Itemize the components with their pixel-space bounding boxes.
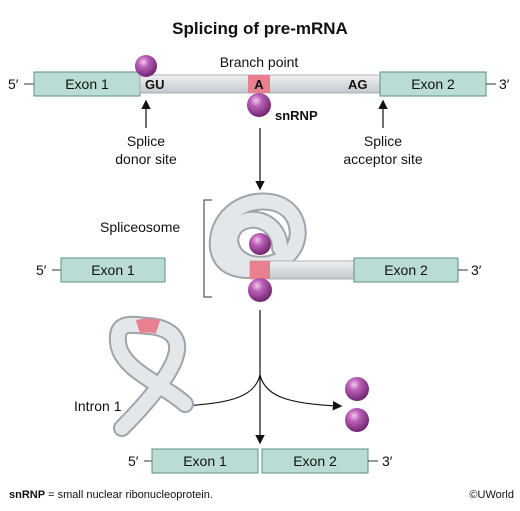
splice-acceptor-label-line2: acceptor site (343, 151, 423, 167)
snrnp-ball-spliceosome-bottom (248, 278, 272, 302)
exon2-label-2: Exon 2 (384, 262, 428, 278)
five-prime-label-1: 5′ (8, 76, 19, 92)
intron-lariat-branch (135, 318, 161, 334)
splice-acceptor-label-line1: Splice (364, 133, 402, 149)
released-snrnp-2 (345, 408, 369, 432)
released-snrnp-1 (345, 377, 369, 401)
footnote-definition: = small nuclear ribonucleoprotein. (45, 489, 213, 501)
a-label: A (254, 77, 264, 92)
exon1-label-2: Exon 1 (91, 262, 135, 278)
three-prime-label-3: 3′ (382, 453, 393, 469)
spliceosome-lariat-inner (210, 194, 305, 277)
intron1-label: Intron 1 (74, 398, 122, 414)
five-prime-label-2: 5′ (36, 262, 47, 278)
branch-point-a (248, 75, 270, 93)
three-prime-label-1: 3′ (499, 76, 510, 92)
snrnp-ball-donor (135, 55, 157, 77)
exon2-label-1: Exon 2 (411, 76, 455, 92)
snrnp-ball-branch (247, 93, 271, 117)
splice-donor-label-line1: Splice (127, 133, 165, 149)
splice-donor-label-line2: donor site (115, 151, 177, 167)
exon1-box-3 (151, 448, 259, 474)
spliceosome-branch (250, 261, 270, 279)
exon2-box-3 (261, 448, 369, 474)
footnote: snRNP = small nuclear ribonucleoprotein. (9, 489, 213, 501)
exon1-label-1: Exon 1 (65, 76, 109, 92)
exon1-box-2 (60, 257, 166, 283)
snrnp-ball-spliceosome-top (249, 233, 271, 255)
gu-label: GU (145, 77, 165, 92)
copyright: ©UWorld (469, 489, 514, 501)
spliceosome-bracket (203, 199, 212, 298)
footnote-term: snRNP (9, 489, 45, 501)
three-prime-label-2: 3′ (471, 262, 482, 278)
branch-point-label: Branch point (220, 54, 299, 70)
ag-label: AG (348, 77, 368, 92)
exon1-label-3: Exon 1 (183, 453, 227, 469)
branch-arrow-left (175, 374, 261, 411)
exon2-label-3: Exon 2 (293, 453, 337, 469)
diagram-title: Splicing of pre-mRNA (172, 19, 348, 38)
five-prime-label-3: 5′ (128, 453, 139, 469)
exon2-box-2 (353, 257, 459, 283)
spliceosome-label: Spliceosome (100, 219, 180, 235)
snrnp-label: snRNP (275, 108, 318, 123)
branch-arrow-right (259, 374, 343, 411)
